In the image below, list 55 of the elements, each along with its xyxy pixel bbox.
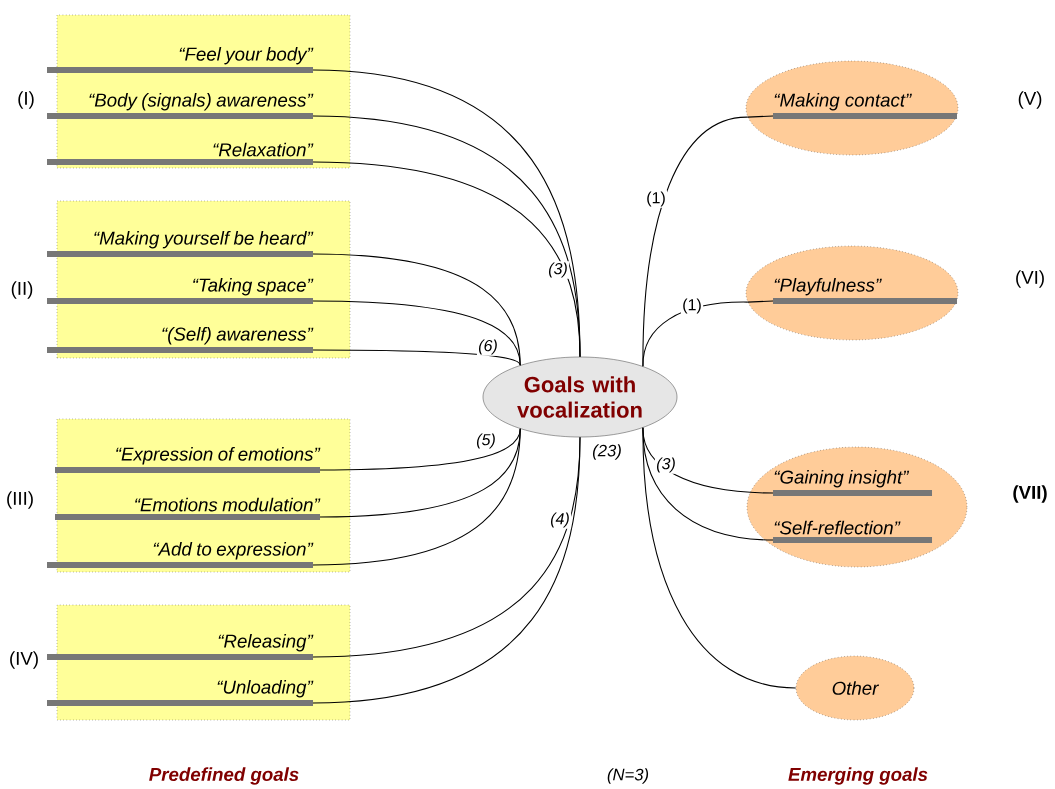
group-numeral: (IV) [10, 651, 38, 669]
goal-item: “Gaining insight” [773, 470, 932, 496]
node-label: “Add to expression” [153, 542, 314, 560]
connector [642, 301, 749, 367]
column-title: Emerging goals [788, 767, 928, 785]
connector [319, 428, 521, 471]
goal-item: “Emotions modulation” [55, 497, 321, 520]
connector [312, 300, 521, 366]
node-label: “Body (signals) awareness” [89, 93, 314, 111]
edge-label: (1) [644, 190, 668, 208]
edge-label: (4) [548, 511, 572, 529]
group-numeral: (VI) [1016, 270, 1044, 288]
group-numeral: (III) [7, 491, 33, 509]
goal-item: “(Self) awareness” [47, 327, 314, 353]
node-label: “Self-reflection” [774, 520, 901, 535]
goal-item: “Feel your body” [47, 47, 314, 73]
goal-item: “Add to expression” [47, 542, 314, 568]
edge-label: (6) [476, 338, 500, 356]
node-label: “Making yourself be heard” [94, 231, 314, 249]
node-label: “Relaxation” [213, 142, 314, 157]
goal-item: “Unloading” [47, 680, 314, 706]
node-label: “Releasing” [218, 634, 314, 652]
connector [312, 349, 521, 366]
edge-label: (3) [654, 456, 678, 474]
group-numeral: (VII) [1013, 485, 1047, 503]
node-label: “Expression of emotions” [116, 447, 321, 465]
connector [312, 428, 521, 566]
connector [319, 428, 521, 518]
group-numeral: (V) [1018, 91, 1042, 109]
goal-item: “Self-reflection” [773, 520, 932, 543]
node-label: “(Self) awareness” [162, 327, 314, 345]
note-text: (N=3) [607, 768, 649, 784]
note-text: (23) [592, 444, 621, 460]
node-label: “Emotions modulation” [135, 497, 321, 512]
edge-label: (3) [546, 261, 570, 279]
group-ellipse [746, 446, 968, 568]
goal-item: “Body (signals) awareness” [47, 93, 314, 119]
group-numeral: (II) [11, 281, 33, 299]
column-title: Predefined goals [149, 767, 299, 785]
group-box [56, 200, 351, 359]
node-label: “Gaining insight” [774, 470, 910, 488]
goal-item: “Making yourself be heard” [47, 231, 314, 257]
connector [642, 427, 797, 689]
node-label: “Feel your body” [179, 47, 314, 65]
goal-item: “Relaxation” [47, 142, 314, 165]
group-box [56, 604, 351, 721]
goal-item: “Expression of emotions” [55, 447, 321, 473]
edge-label: (1) [680, 297, 704, 315]
node-label: “Taking space” [193, 278, 314, 296]
group-numeral: (I) [18, 91, 34, 109]
node-label: “Unloading” [217, 680, 314, 698]
connector [312, 161, 581, 358]
goal-item: “Taking space” [47, 278, 314, 304]
goal-item: “Releasing” [47, 634, 314, 660]
connector [312, 436, 581, 704]
